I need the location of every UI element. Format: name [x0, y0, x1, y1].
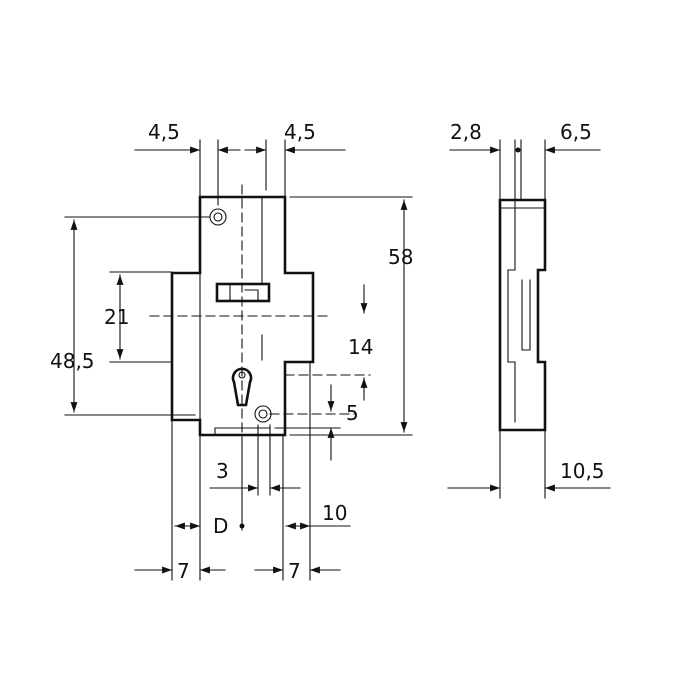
dim-label-21: 21 — [104, 305, 129, 329]
bottom-screw-inner — [258, 409, 268, 419]
dim-label-48-5: 48,5 — [50, 349, 95, 373]
dim-label-14: 14 — [348, 335, 373, 359]
dim-label-top-right: 4,5 — [284, 120, 316, 144]
dim-label-7-right: 7 — [288, 559, 301, 583]
dim-label-top-left: 4,5 — [148, 120, 180, 144]
dim-label-58: 58 — [388, 245, 413, 269]
d-center-dot — [239, 523, 245, 529]
front-view: 4,5 4,5 58 48,5 21 14 5 3 — [50, 120, 413, 583]
dim-label-7-left: 7 — [177, 559, 190, 583]
top-screw-inner — [213, 212, 223, 222]
dim-label-10: 10 — [322, 501, 347, 525]
dim-label-3: 3 — [216, 459, 229, 483]
dim-label-5: 5 — [346, 401, 359, 425]
side-dim-dot — [515, 147, 521, 153]
dim-label-D: D — [213, 514, 228, 538]
keyhole — [231, 367, 253, 407]
lock-plate-outline — [170, 195, 315, 437]
bolt — [215, 282, 271, 303]
ext-bottom — [171, 361, 311, 581]
ext-21 — [109, 271, 173, 363]
dim-label-6-5: 6,5 — [560, 120, 592, 144]
dim-label-10-5: 10,5 — [560, 459, 605, 483]
bottom-screw-hole — [254, 405, 272, 423]
ext-48-5 — [64, 216, 211, 416]
ext-side-bottom — [499, 429, 546, 499]
side-view: 2,8 6,5 10,5 — [447, 120, 611, 499]
side-view-inner — [499, 207, 546, 423]
top-screw-hole — [209, 208, 227, 226]
side-view-groove — [521, 279, 531, 351]
ext-top — [199, 139, 286, 206]
dim-label-2-8: 2,8 — [450, 120, 482, 144]
bolt-detail — [229, 283, 259, 302]
ext-side-top — [499, 139, 546, 209]
side-view-outline — [498, 198, 547, 432]
